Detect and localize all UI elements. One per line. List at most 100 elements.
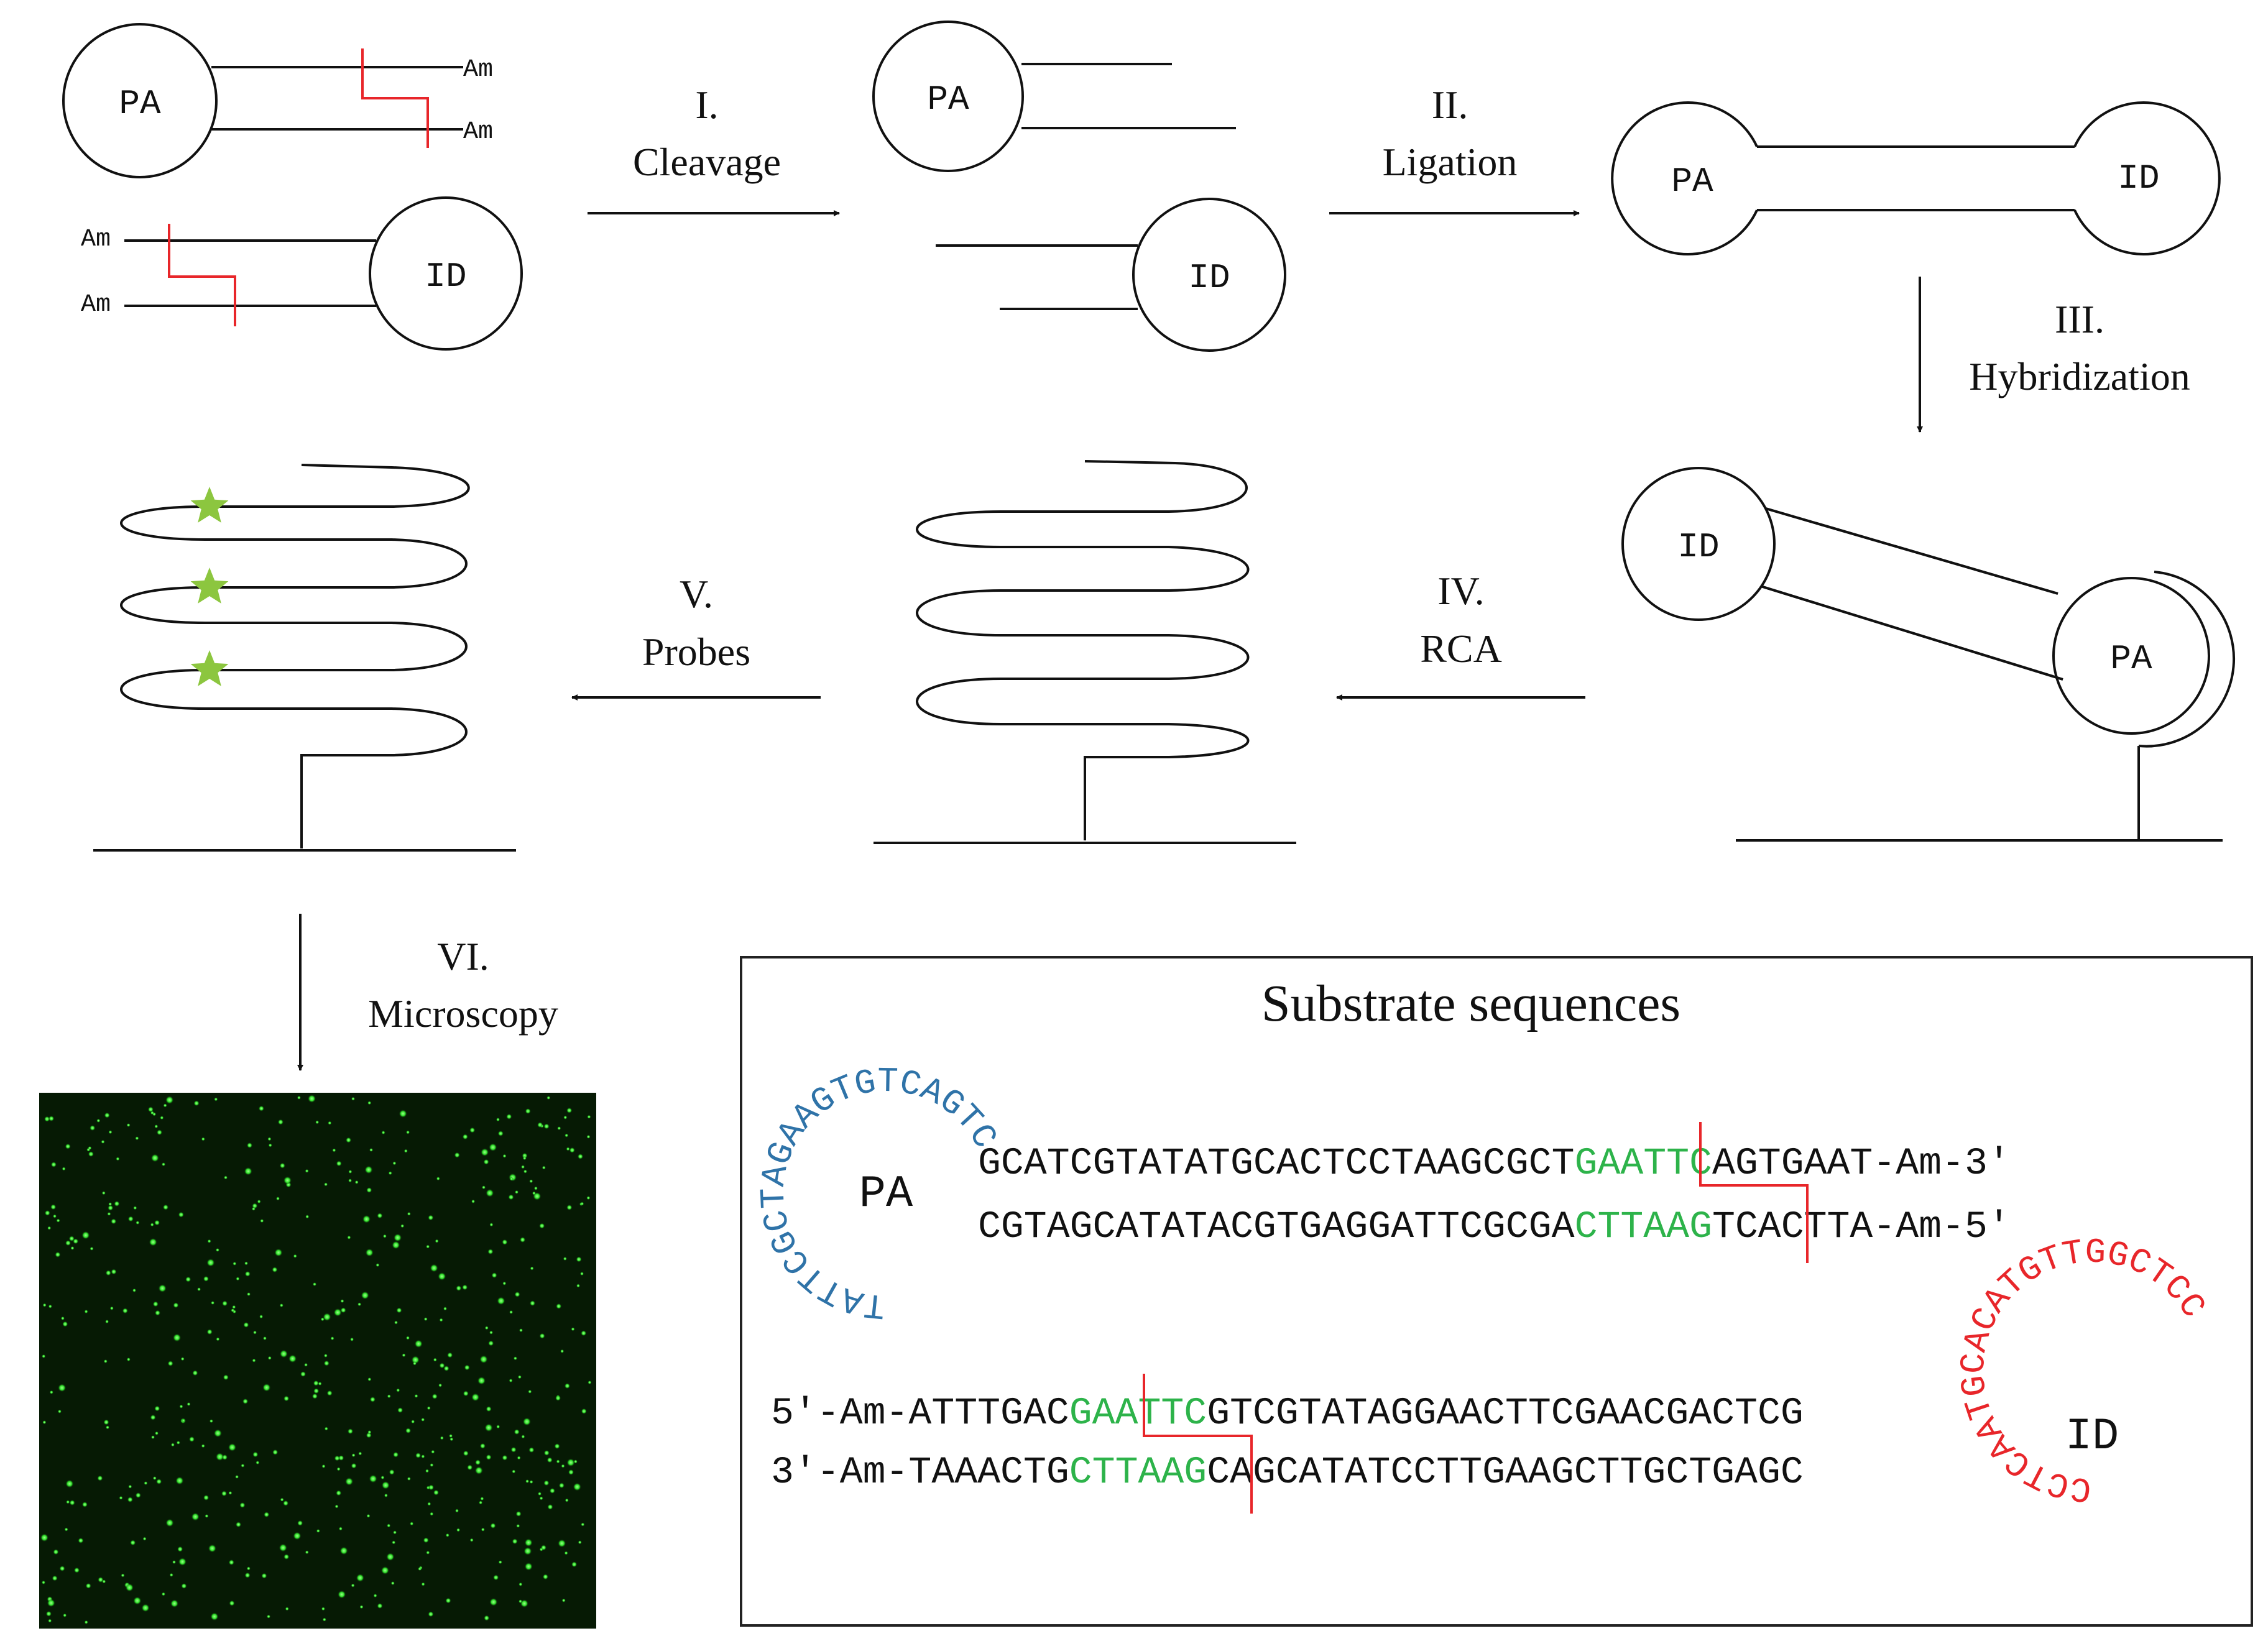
fluorescent-spot <box>233 1261 237 1266</box>
fluorescent-spot <box>209 1419 213 1423</box>
fluorescent-spot <box>576 1256 582 1262</box>
fluorescent-spot <box>350 1337 354 1341</box>
fluorescent-spot <box>243 1322 249 1328</box>
pa-cut-line <box>1699 1122 1809 1263</box>
fluorescent-spot <box>305 1550 309 1555</box>
fluorescent-spot <box>107 1211 111 1216</box>
fluorescent-spot <box>498 1560 502 1565</box>
fluorescent-spot <box>253 1330 257 1335</box>
step-name: Cleavage <box>633 140 781 184</box>
fluorescent-spot <box>546 1457 553 1463</box>
fluorescent-spot <box>181 1583 187 1589</box>
fluorescent-spot <box>469 1127 476 1133</box>
fluorescent-spot <box>523 1547 532 1555</box>
fluorescent-spot <box>293 1532 302 1540</box>
fluorescent-spot <box>229 1600 235 1606</box>
fluorescent-spot <box>433 1489 439 1496</box>
fluorescent-spot <box>402 1353 406 1358</box>
fluorescent-spot <box>509 1177 514 1181</box>
fluorescent-spot <box>246 1566 251 1571</box>
probe-star-icon <box>190 568 229 604</box>
step-microscopy: VI. Microscopy <box>297 914 558 1071</box>
fluorescent-spot <box>557 1126 561 1131</box>
fluorescent-spot <box>569 1147 575 1153</box>
fluorescent-spot <box>162 1162 165 1167</box>
fluorescent-spot <box>222 1300 228 1307</box>
fluorescent-spot <box>581 1330 587 1336</box>
fluorescent-spot <box>519 1328 523 1333</box>
fluorescent-spot <box>191 1512 200 1521</box>
fluorescent-spot <box>193 1100 200 1106</box>
fluorescent-spot <box>502 1239 508 1245</box>
fluorescent-spot <box>321 1464 326 1468</box>
fluorescent-spot <box>520 1599 528 1608</box>
fluorescent-spot <box>369 1474 377 1483</box>
fluorescent-spot <box>377 1213 383 1219</box>
fluorescent-spot <box>571 1327 575 1331</box>
fluorescent-spot <box>540 1545 546 1551</box>
fluorescent-spot <box>566 1205 573 1210</box>
fluorescent-spot <box>197 1287 201 1292</box>
fluorescent-spot <box>365 1248 374 1257</box>
fluorescent-spot <box>542 1165 546 1170</box>
fluorescent-spot <box>393 1530 397 1535</box>
fluorescent-spot <box>428 1484 434 1491</box>
fluorescent-spot <box>373 1594 377 1597</box>
fluorescent-spot <box>244 1572 251 1578</box>
fluorescent-spot <box>259 1315 264 1319</box>
fluorescent-spot <box>101 1139 105 1144</box>
fluorescent-spot <box>156 1479 162 1484</box>
fluorescent-spot <box>340 1307 346 1313</box>
fluorescent-spot <box>136 1221 140 1225</box>
fluorescent-spot <box>84 1620 88 1624</box>
fluorescent-spot <box>258 1105 264 1111</box>
fluorescent-spot <box>283 1500 289 1506</box>
fluorescent-spot <box>423 1317 428 1322</box>
fluorescent-spot <box>381 1131 385 1134</box>
fluorescent-spot <box>463 1390 469 1397</box>
fluorescent-spot <box>78 1537 84 1543</box>
fluorescent-spot <box>132 1288 136 1292</box>
fluorescent-spot <box>161 1592 165 1596</box>
fluorescent-spot <box>382 1234 387 1238</box>
fluorescent-spot <box>406 1130 410 1134</box>
fluorescent-spot <box>381 1481 390 1489</box>
fluorescent-spot <box>533 1186 538 1190</box>
fluorescent-spot <box>426 1406 431 1410</box>
fluorescent-spot <box>288 1354 297 1363</box>
fluorescent-spot <box>206 1329 213 1335</box>
fluorescent-spot <box>561 1598 566 1602</box>
fluorescent-spot <box>73 1238 79 1244</box>
fluorescent-spot <box>481 1527 485 1532</box>
fluorescent-spot <box>512 1469 516 1474</box>
fluorescent-spot <box>522 1156 527 1161</box>
fluorescent-spot <box>573 1482 581 1491</box>
fluorescent-spot <box>133 1206 137 1210</box>
fluorescent-spot <box>96 1118 101 1123</box>
fluorescent-spot <box>130 1540 136 1546</box>
fluorescent-spot <box>177 1546 183 1552</box>
step-name: Probes <box>642 630 750 674</box>
fluorescent-spot <box>390 1581 395 1585</box>
fluorescent-spot <box>516 1524 520 1528</box>
fluorescent-spot <box>497 1297 505 1305</box>
fluorescent-spot <box>581 1522 585 1527</box>
fluorescent-spot <box>475 1459 481 1466</box>
fluorescent-spot <box>235 1474 239 1479</box>
fluorescent-spot <box>467 1464 473 1471</box>
fluorescent-spot <box>364 1165 373 1174</box>
id-label: ID <box>1188 258 1230 298</box>
fluorescent-spot <box>42 1580 45 1584</box>
fluorescent-spot <box>223 1374 229 1381</box>
fluorescent-spot <box>387 1524 391 1528</box>
fluorescent-spot <box>252 1451 259 1458</box>
fluorescent-spot <box>274 1248 283 1257</box>
fluorescent-spot <box>264 1512 270 1518</box>
ecori-site: GAATTC <box>1069 1392 1207 1435</box>
fluorescent-spot <box>443 1366 449 1371</box>
fluorescent-spot <box>348 1428 353 1435</box>
fluorescent-spot <box>336 1490 342 1496</box>
fluorescent-spot <box>348 1179 353 1183</box>
fluorescent-spot <box>517 1456 521 1460</box>
fluorescent-spot <box>111 1269 117 1275</box>
